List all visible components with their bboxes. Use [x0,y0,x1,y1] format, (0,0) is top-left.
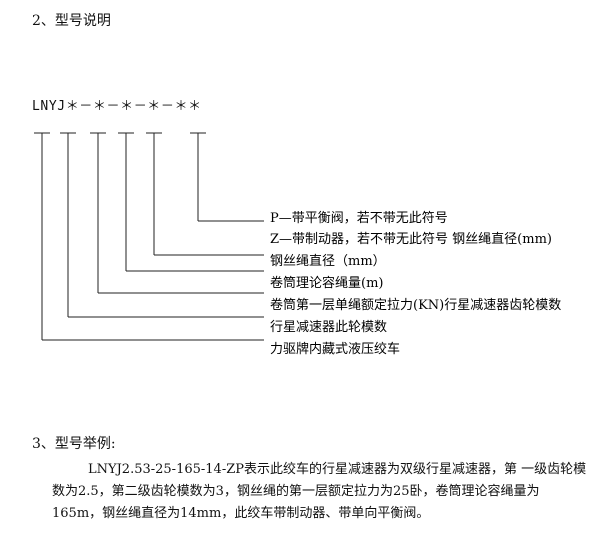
bracket-lines [34,132,264,341]
legend-rated-pull: 卷筒第一层单绳额定拉力(KN)行星减速器齿轮模数 [270,297,561,313]
legend-balance-valve: P—带平衡阀，若不带无此符号 [270,210,448,226]
legend-rope-diameter: 钢丝绳直径（mm） [270,254,386,269]
model-code: LNYJ＊－＊－＊－＊－＊＊ [32,99,202,114]
legend-gear-module: 行星减速器此轮模数 [270,320,387,335]
legend-brand-winch: 力驱牌内藏式液压绞车 [270,341,400,357]
model-example-paragraph: LNYJ2.53-25-165-14-ZP表示此绞车的行星减速器为双级行星减速器… [52,462,587,521]
section-3-title: 3、型号举例: [32,436,116,452]
section-2-title: 2、型号说明 [32,13,111,29]
legend-drum-capacity: 卷筒理论容绳量(m) [270,275,383,291]
legend-brake: Z—带制动器，若不带无此符号 钢丝绳直径(mm) [270,231,552,247]
